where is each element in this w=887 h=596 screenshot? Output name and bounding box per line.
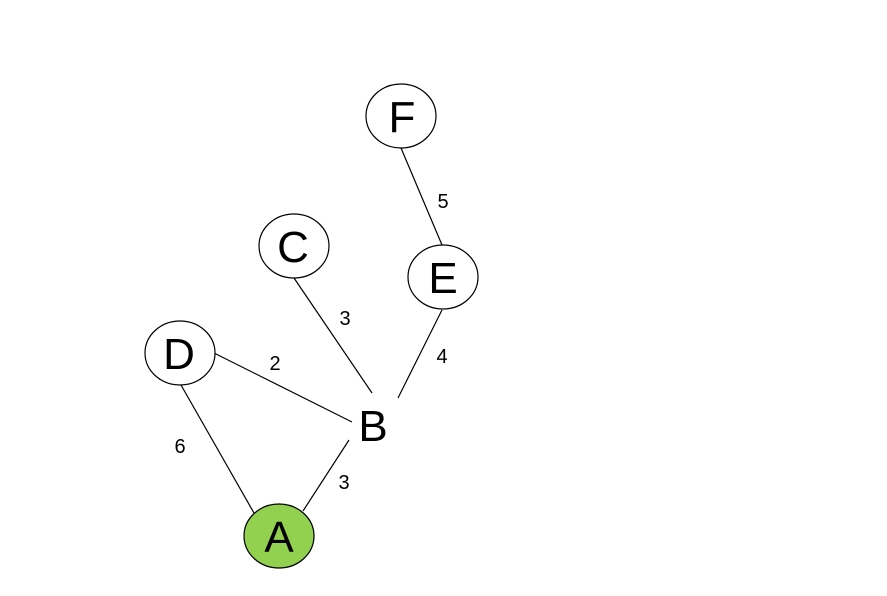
edge-f-e bbox=[400, 147, 443, 246]
node-a-label: A bbox=[264, 513, 294, 562]
edge-weight-e-b: 4 bbox=[436, 346, 447, 368]
node-e: E bbox=[407, 244, 479, 310]
node-d: D bbox=[144, 320, 216, 386]
node-c: C bbox=[258, 213, 330, 279]
node-d-label: D bbox=[163, 330, 195, 379]
node-d-circle bbox=[144, 320, 216, 386]
node-b-label: B bbox=[358, 402, 387, 451]
edge-weight-d-b: 2 bbox=[269, 353, 280, 375]
node-e-label: E bbox=[428, 254, 457, 303]
edge-weight-f-e: 5 bbox=[437, 191, 448, 213]
node-e-circle bbox=[407, 244, 479, 310]
edge-e-b bbox=[397, 309, 443, 399]
edge-weights: 5 3 4 2 6 3 bbox=[174, 191, 448, 494]
edge-weight-a-b: 3 bbox=[338, 472, 349, 494]
edge-d-b bbox=[213, 352, 353, 423]
edge-c-b bbox=[293, 277, 373, 394]
node-c-label: C bbox=[277, 223, 309, 272]
node-b: B bbox=[358, 402, 387, 451]
node-a: A bbox=[243, 503, 315, 569]
node-f-circle bbox=[365, 83, 437, 149]
node-f-label: F bbox=[389, 93, 416, 142]
edge-d-a bbox=[180, 384, 255, 514]
node-f: F bbox=[365, 83, 437, 149]
node-a-circle bbox=[243, 503, 315, 569]
edge-weight-c-b: 3 bbox=[339, 308, 350, 330]
edge-weight-d-a: 6 bbox=[174, 436, 185, 458]
node-c-circle bbox=[258, 213, 330, 279]
nodes: F C E D B A bbox=[144, 83, 479, 569]
edge-a-b bbox=[302, 439, 350, 512]
edges bbox=[180, 147, 443, 514]
